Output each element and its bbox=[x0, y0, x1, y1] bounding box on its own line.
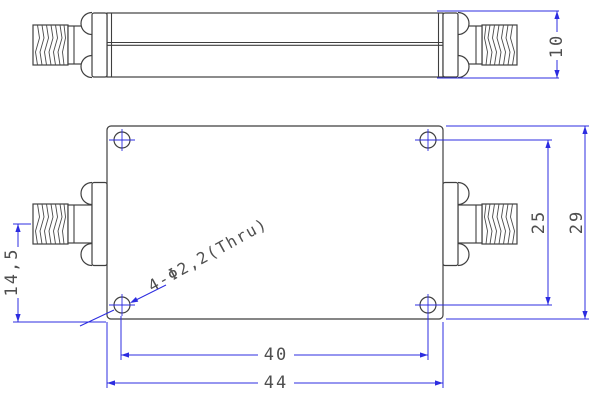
side-view: 10 bbox=[33, 10, 567, 79]
plan-view: 4-Φ2,2(Thru) 14,5 25 2 bbox=[2, 125, 589, 393]
sma-connector-side-left bbox=[33, 13, 107, 78]
dimension-connector-height: 10 bbox=[437, 10, 567, 79]
dim-label-40: 40 bbox=[264, 345, 288, 365]
dim-label-29: 29 bbox=[567, 210, 587, 234]
mounting-hole-bottom-left bbox=[109, 294, 135, 316]
dimension-hole-spacing-horizontal: 40 bbox=[120, 316, 429, 365]
dim-label-25: 25 bbox=[529, 210, 549, 234]
dimension-body-height: 29 bbox=[446, 125, 589, 320]
sma-connector-plan-left bbox=[33, 183, 107, 266]
dim-label-10: 10 bbox=[547, 34, 567, 58]
dimension-port-offset: 14,5 bbox=[2, 223, 106, 323]
sma-connector-side-right bbox=[443, 13, 517, 78]
dim-label-44: 44 bbox=[264, 373, 288, 393]
mounting-hole-top-left bbox=[109, 129, 135, 151]
dimension-body-width: 44 bbox=[106, 322, 444, 393]
leader-arrow bbox=[130, 297, 139, 303]
dimension-hole-spacing-vertical: 25 bbox=[434, 139, 552, 306]
sma-connector-plan-right bbox=[443, 183, 517, 266]
dim-label-14-5: 14,5 bbox=[2, 248, 22, 297]
